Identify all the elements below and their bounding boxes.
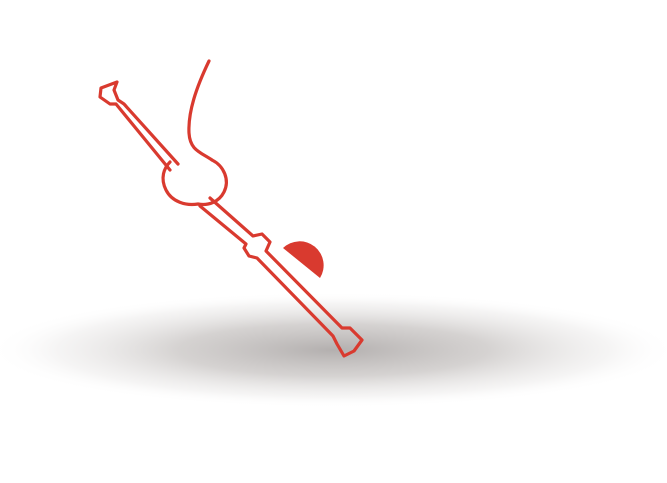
instrument-group	[98, 59, 364, 358]
lower-shaft	[198, 196, 364, 358]
upper-handle	[98, 80, 180, 172]
ball-joint	[161, 158, 228, 207]
cable-line	[187, 59, 214, 162]
half-disc-marker	[283, 241, 324, 278]
